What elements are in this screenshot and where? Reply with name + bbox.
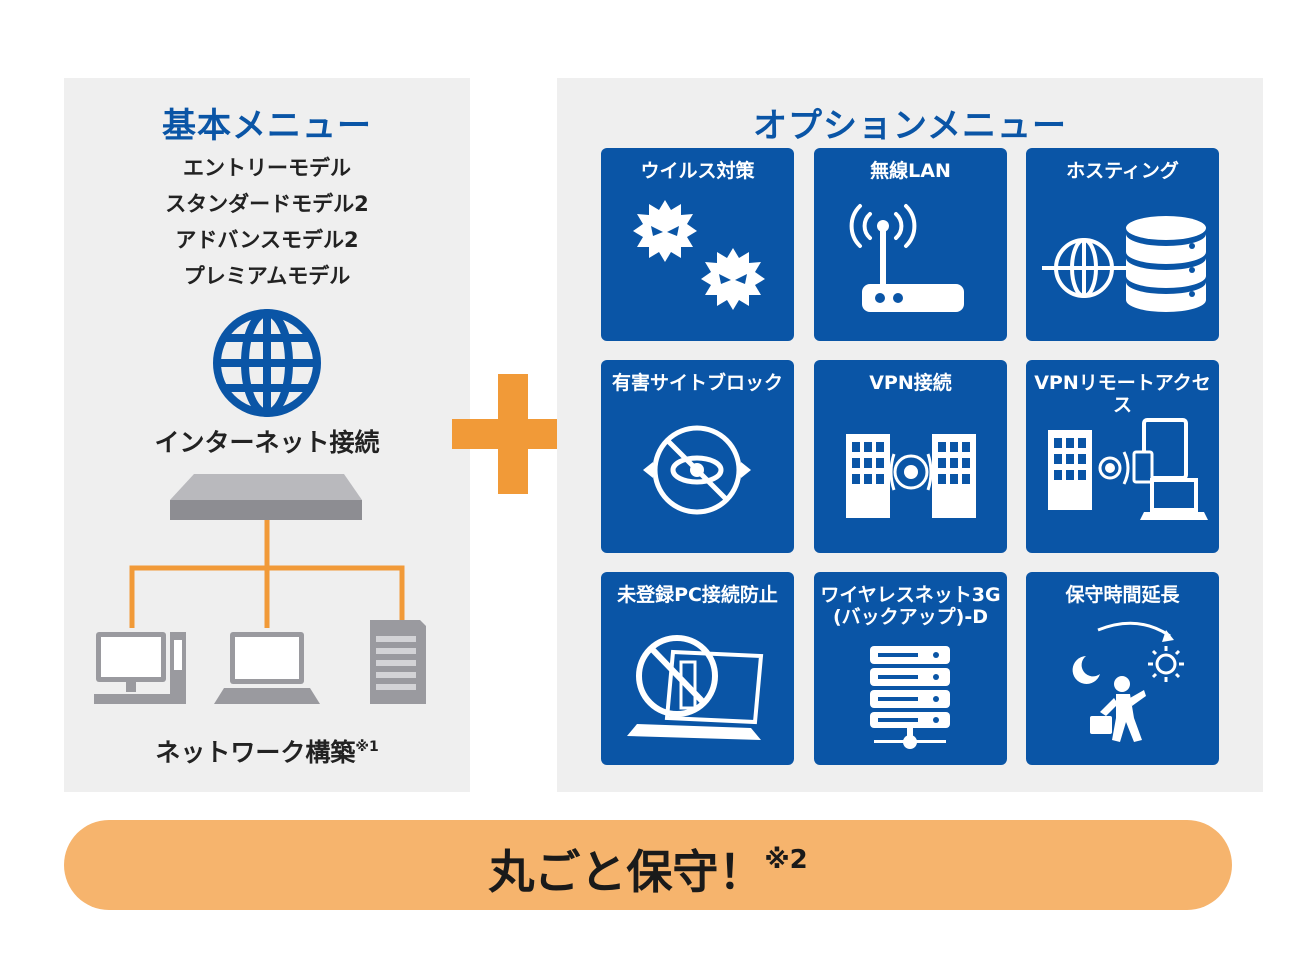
full-maintenance-text: 丸ごと保守！※2 <box>64 836 1232 902</box>
tile-label: ワイヤレスネット3G (バックアップ)-D <box>820 584 1001 628</box>
basic-menu-title: 基本メニュー <box>162 106 372 146</box>
network-note: ※1 <box>355 739 379 755</box>
blocked-site-icon <box>643 425 751 515</box>
tile-label: ホスティング <box>1066 160 1179 182</box>
remote-access-icon <box>1048 418 1208 520</box>
network-build-caption: ネットワーク構築※1 <box>64 733 470 769</box>
day-night-worker-icon <box>1072 621 1184 742</box>
tile-label: VPN接続 <box>869 372 952 394</box>
tile-label: VPNリモートアクセス <box>1034 372 1211 416</box>
option-menu-panel: オプションメニュー ウイルス対策 無線LAN <box>557 78 1263 792</box>
blocked-laptop-icon <box>627 635 764 740</box>
globe-icon <box>213 309 321 417</box>
tile-label: ウイルス対策 <box>640 160 755 182</box>
model-standard: スタンダードモデル2 <box>165 192 369 216</box>
tile-label: 有害サイトブロック <box>611 372 783 394</box>
virus-icon <box>633 200 765 310</box>
model-premium: プレミアムモデル <box>183 264 351 288</box>
model-advance: アドバンスモデル2 <box>175 228 359 252</box>
model-list: エントリーモデル スタンダードモデル2 アドバンスモデル2 プレミアムモデル <box>64 150 470 294</box>
full-maintenance-label: 丸ごと保守！ <box>488 845 765 899</box>
internet-connection-caption: インターネット接続 <box>154 428 380 457</box>
model-entry: エントリーモデル <box>183 156 351 180</box>
vpn-buildings-icon <box>846 434 976 518</box>
tile-harmful-site-block: 有害サイトブロック <box>601 360 794 553</box>
network-switch-icon <box>170 500 362 520</box>
network-diagram <box>94 474 426 704</box>
laptop-icon <box>214 632 320 704</box>
wireless-router-icon <box>849 204 964 312</box>
tile-vpn-connection: VPN接続 <box>814 360 1007 553</box>
tile-unregistered-pc-block: 未登録PC接続防止 <box>601 572 794 765</box>
tile-wireless-lan: 無線LAN <box>814 148 1007 341</box>
tile-label: 無線LAN <box>870 160 951 182</box>
tile-extended-support-hours: 保守時間延長 <box>1026 572 1219 765</box>
desktop-pc-icon <box>94 632 186 704</box>
network-build-label: ネットワーク構築 <box>155 738 356 767</box>
tile-label: 保守時間延長 <box>1065 584 1180 606</box>
full-maintenance-note: ※2 <box>764 845 808 875</box>
option-menu-title: オプションメニュー <box>753 106 1067 146</box>
tower-server-icon <box>370 620 426 704</box>
server-rack-icon <box>870 646 950 749</box>
tile-virus-protection: ウイルス対策 <box>601 148 794 341</box>
tile-wireless-3g-backup: ワイヤレスネット3G (バックアップ)-D <box>814 572 1007 765</box>
tile-hosting: ホスティング <box>1026 148 1219 341</box>
full-maintenance-banner: 丸ごと保守！※2 <box>64 820 1232 910</box>
switch-top <box>170 474 362 500</box>
tile-vpn-remote-access: VPNリモートアクセス <box>1026 360 1219 553</box>
plus-sign-vertical <box>498 374 528 494</box>
hosting-server-icon <box>1042 216 1206 312</box>
tile-label: 未登録PC接続防止 <box>617 584 778 606</box>
basic-menu-panel: 基本メニュー エントリーモデル スタンダードモデル2 アドバンスモデル2 プレミ… <box>64 78 470 792</box>
